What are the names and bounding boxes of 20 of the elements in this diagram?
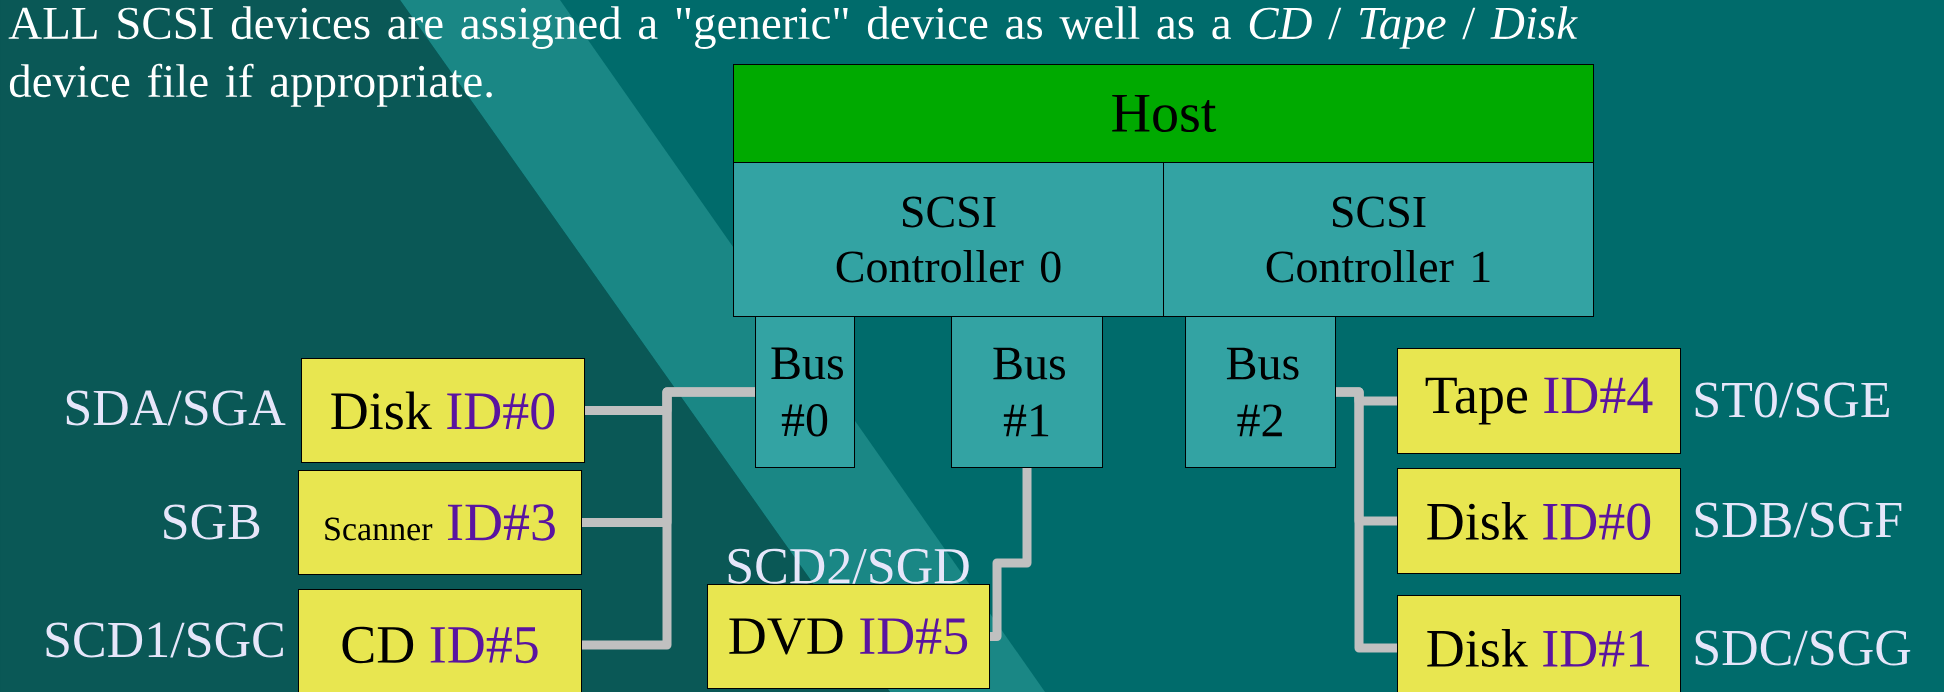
- bus-box: Bus #0: [755, 316, 855, 468]
- device-box: Disk ID#0: [1397, 468, 1681, 574]
- device-file-label: SCD2/SGD: [728, 548, 969, 584]
- device-file-label: SCD1/SGC: [46, 622, 283, 658]
- device-box: CD ID#5: [298, 589, 582, 692]
- device-file-label: SDC/SGG: [1695, 630, 1911, 666]
- bus-box: Bus #1: [951, 316, 1103, 468]
- device-box: Scanner ID#3: [298, 470, 582, 575]
- device-box: DVD ID#5: [707, 584, 990, 689]
- device-box: Disk ID#0: [301, 358, 585, 463]
- bus-box: Bus #2: [1185, 316, 1336, 468]
- device-file-label: ST0/SGE: [1695, 382, 1889, 418]
- device-box: Disk ID#1: [1397, 595, 1681, 692]
- device-box: Tape ID#4: [1397, 348, 1681, 454]
- device-file-label: SDB/SGF: [1695, 502, 1902, 538]
- device-file-label: SGB: [164, 504, 260, 540]
- connector-line: [1336, 387, 1397, 653]
- connector-line: [582, 387, 755, 650]
- connector-line: [990, 468, 1032, 641]
- device-file-label: SDA/SGA: [66, 390, 286, 426]
